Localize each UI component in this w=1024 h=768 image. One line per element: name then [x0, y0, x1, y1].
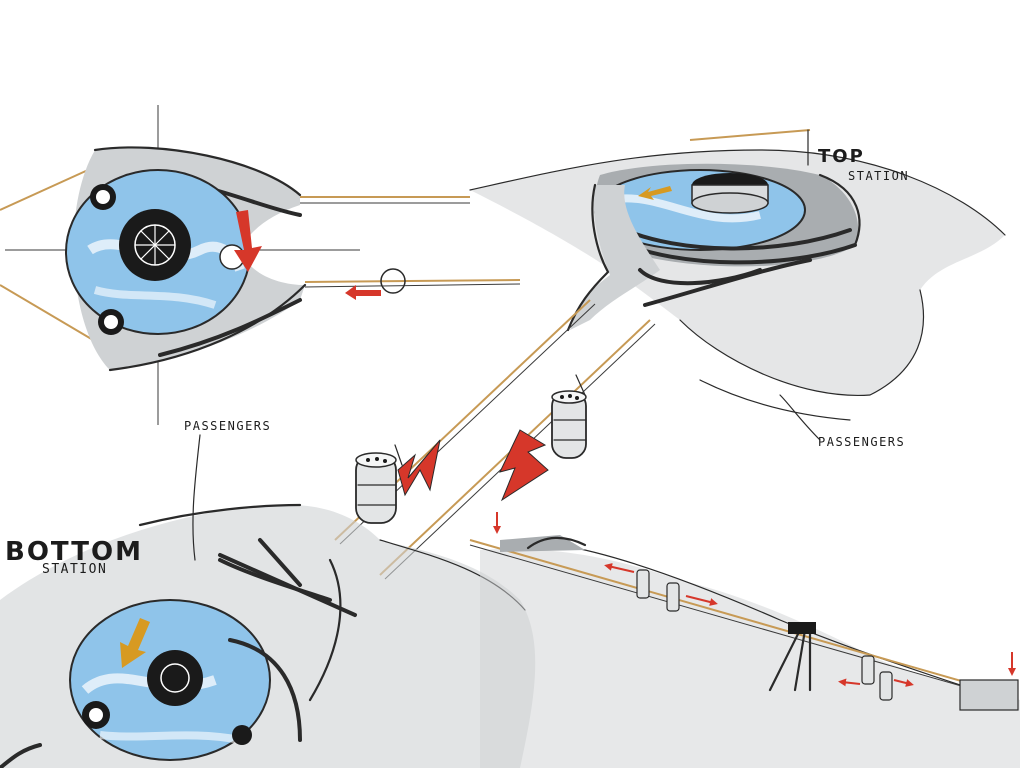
passengers-label-left: PASSENGERS [184, 419, 271, 433]
top-station-subtitle: STATION [848, 169, 909, 183]
cabin-lower [355, 444, 403, 524]
top-station-title: TOP [818, 146, 865, 167]
bottom-station-title: BOTTOM [5, 537, 143, 567]
station-plan-view [0, 105, 521, 425]
top-station [469, 129, 1006, 421]
flow-arrow-icon [638, 186, 672, 200]
passengers-label-right: PASSENGERS [818, 435, 905, 449]
side-elevation [469, 512, 1020, 768]
labels: TOP STATION BOTTOM STATION PASSENGERS PA… [5, 146, 909, 577]
rotation-arrow-icon [234, 210, 262, 272]
ascend-arrow-icon [397, 439, 441, 497]
cabin-upper [551, 374, 587, 459]
cable-line [334, 299, 656, 580]
bottom-station [0, 503, 536, 768]
bottom-flow-arrow-icon [120, 618, 150, 668]
bottom-station-subtitle: STATION [42, 562, 107, 577]
direction-arrow-icon [345, 285, 381, 300]
descend-arrow-icon [499, 429, 549, 502]
